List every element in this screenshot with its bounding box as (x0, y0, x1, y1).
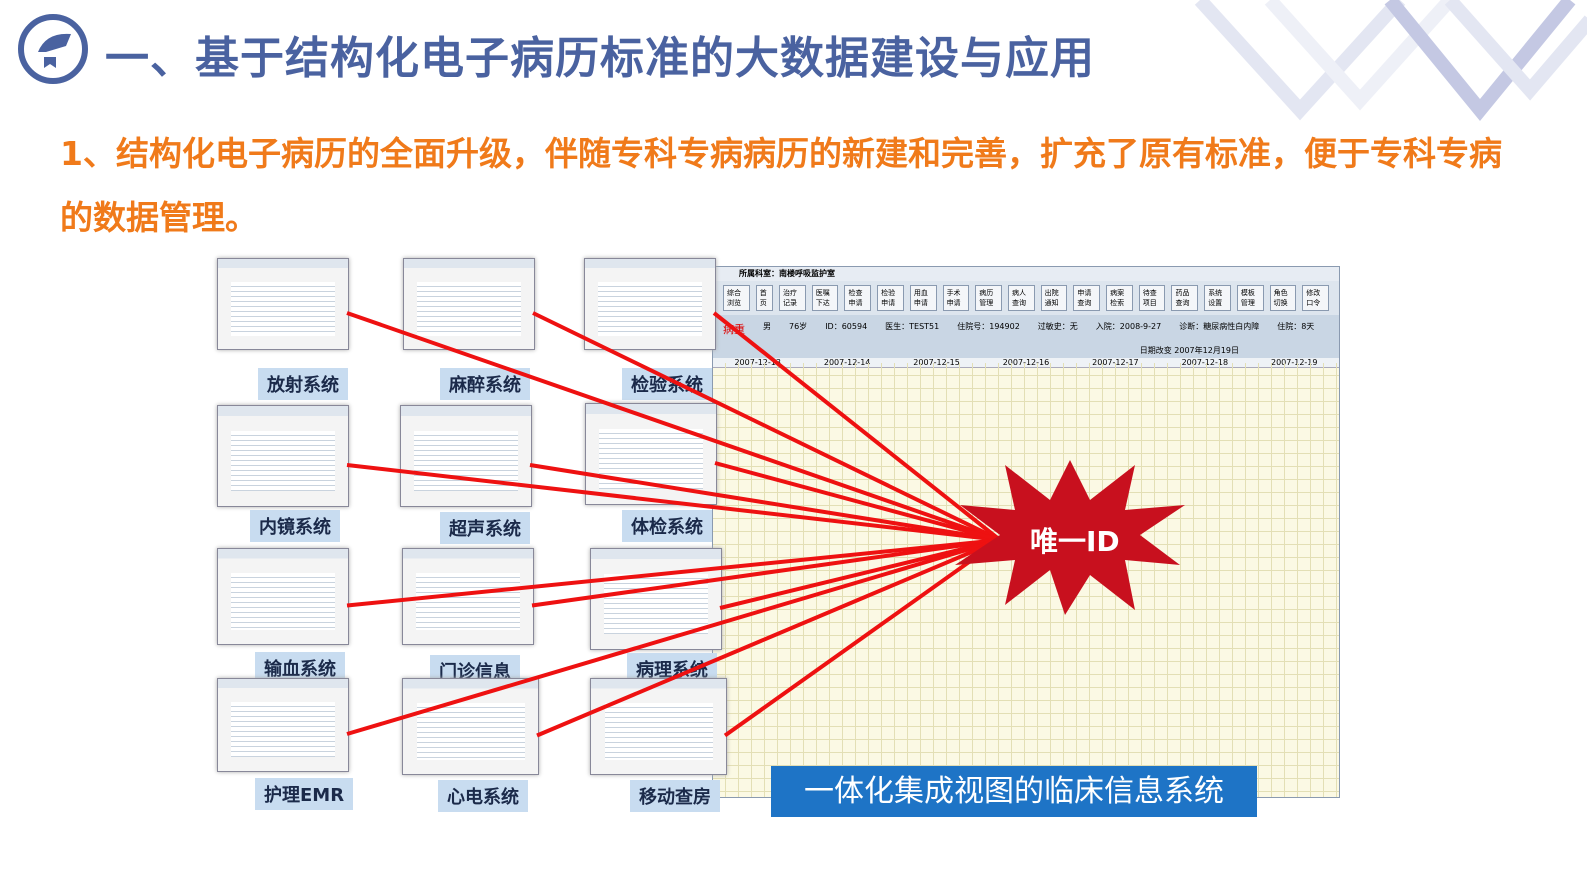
patient-field: 入院：2008-9-27 (1095, 322, 1162, 331)
integrated-view-banner: 一体化集成视图的临床信息系统 (771, 766, 1257, 817)
system-label: 体检系统 (622, 510, 712, 542)
system-screenshot (217, 258, 349, 350)
link-line (714, 461, 1001, 542)
date-column: 2007-12-13 (734, 358, 781, 367)
toolbar-button[interactable]: 申请查询 (1073, 285, 1101, 311)
date-change[interactable]: 日期改变 2007年12月19日 (713, 343, 1339, 358)
date-column: 2007-12-15 (913, 358, 960, 367)
system-screenshot (217, 548, 349, 645)
date-column: 2007-12-16 (1003, 358, 1050, 367)
toolbar-button[interactable]: 系统设置 (1204, 285, 1231, 311)
link-line (719, 538, 1001, 610)
subtitle: 1、结构化电子病历的全面升级，伴随专科专病病历的新建和完善，扩充了原有标准，便于… (60, 134, 1502, 237)
link-line (723, 538, 1002, 738)
toolbar-button[interactable]: 待查项目 (1138, 285, 1166, 311)
link-line (346, 538, 1001, 608)
toolbar: 综合浏览首页治疗记录医嘱下达检查申请检验申请用血申请手术申请病历管理病人查询出院… (713, 281, 1339, 315)
system-screenshot (400, 405, 532, 507)
system-label: 麻醉系统 (440, 368, 530, 400)
toolbar-button[interactable]: 综合浏览 (723, 285, 750, 311)
patient-field: 住院：8天 (1277, 322, 1315, 331)
system-label: 心电系统 (438, 780, 528, 812)
link-line (532, 311, 1001, 542)
toolbar-button[interactable]: 治疗记录 (779, 285, 806, 311)
patient-info: 病重男76岁ID：60594医生：TEST51住院号：194902过敏史：无入院… (713, 315, 1339, 343)
link-line (346, 311, 1001, 542)
date-column: 2007-12-14 (824, 358, 871, 367)
patient-field: 过敏史：无 (1037, 322, 1078, 331)
toolbar-button[interactable]: 首页 (755, 285, 774, 311)
patient-field: 医生：TEST51 (885, 322, 940, 331)
starburst-icon (955, 460, 1185, 615)
link-line (536, 538, 1001, 738)
edit-badge-icon (18, 14, 88, 84)
toolbar-button[interactable]: 病案检索 (1106, 285, 1133, 311)
system-label: 内镜系统 (250, 510, 340, 542)
toolbar-button[interactable]: 手术申请 (942, 285, 970, 311)
patient-field: 76岁 (789, 322, 808, 331)
patient-field: 住院号：194902 (957, 322, 1020, 331)
date-column: 2007-12-17 (1092, 358, 1139, 367)
system-screenshot (217, 405, 349, 507)
link-line (531, 538, 1001, 608)
date-column: 2007-12-19 (1271, 358, 1318, 367)
page-title: 一、基于结构化电子病历标准的大数据建设与应用 (105, 33, 1095, 84)
system-label: 移动查房 (630, 780, 720, 812)
system-label: 超声系统 (440, 512, 530, 544)
toolbar-button[interactable]: 病人查询 (1007, 285, 1035, 311)
toolbar-button[interactable]: 医嘱下达 (811, 285, 839, 311)
toolbar-button[interactable]: 药品查询 (1171, 285, 1199, 311)
system-screenshot (402, 678, 539, 775)
toolbar-button[interactable]: 用血申请 (909, 285, 937, 311)
system-label: 放射系统 (258, 368, 348, 400)
unique-id-label: 唯一ID (1030, 525, 1120, 558)
system-screenshot (584, 258, 716, 350)
patient-field: 男 (763, 322, 771, 331)
toolbar-button[interactable]: 检验申请 (877, 285, 904, 311)
toolbar-button[interactable]: 模板管理 (1236, 285, 1264, 311)
date-column: 2007-12-18 (1182, 358, 1229, 367)
link-line (346, 463, 1001, 542)
link-line (346, 538, 1001, 736)
toolbar-button[interactable]: 角色切换 (1269, 285, 1297, 311)
toolbar-button[interactable]: 检查申请 (844, 285, 872, 311)
system-screenshot (590, 678, 727, 775)
system-screenshot (217, 678, 349, 772)
decorative-chevrons (1194, 0, 1587, 122)
system-screenshot (403, 258, 535, 350)
patient-field: 诊断：糖尿病性白内障 (1179, 322, 1260, 331)
toolbar-button[interactable]: 出院通知 (1040, 285, 1068, 311)
system-label: 护理EMR (255, 778, 354, 810)
link-line (529, 463, 1001, 542)
patient-field: ID：60594 (825, 322, 868, 331)
department: 所属科室：南楼呼吸监护室 (713, 267, 1339, 281)
link-line (712, 311, 1002, 542)
toolbar-button[interactable]: 修改口令 (1302, 285, 1329, 311)
toolbar-button[interactable]: 病历管理 (975, 285, 1002, 311)
